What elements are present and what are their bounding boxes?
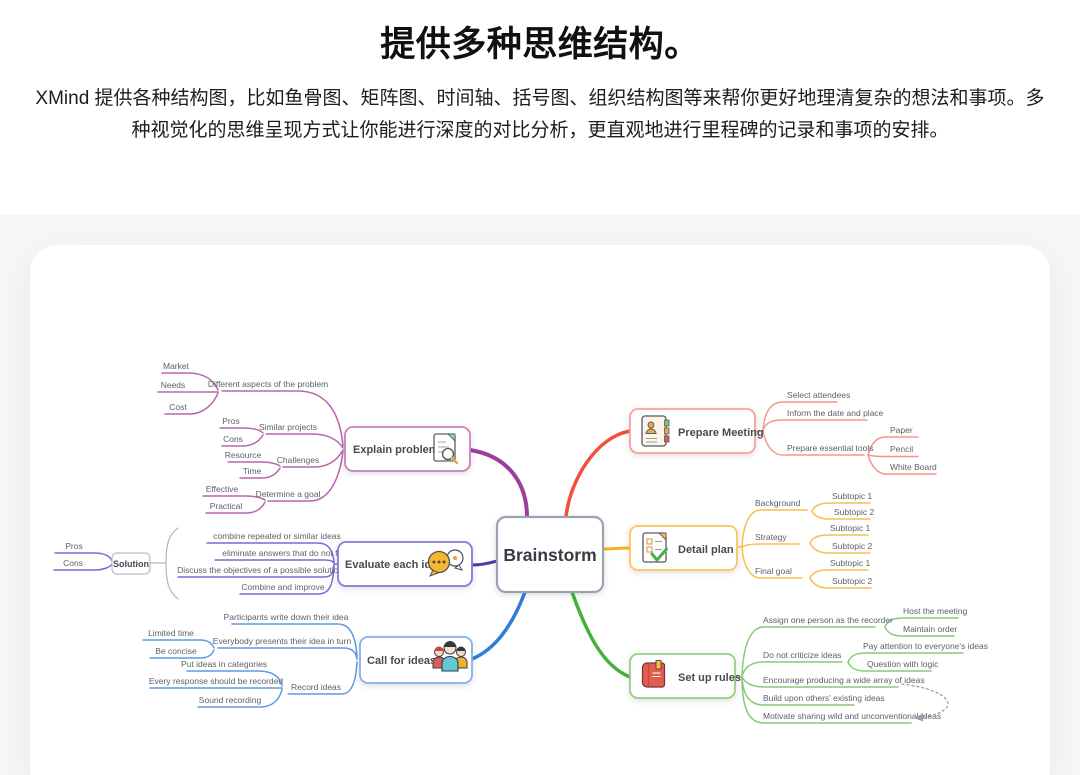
topic-label: Needs (161, 380, 186, 390)
people-icon (432, 641, 468, 672)
topic-label: Sound recording (199, 695, 262, 705)
detail-plan-node: Detail plan (629, 525, 738, 571)
topic-label: Record ideas (291, 682, 341, 692)
topic-label: Explain problem (353, 444, 439, 456)
topic-label: Subtopic 2 (834, 507, 874, 517)
topic-label: Effective (206, 484, 239, 494)
topic-label: Cons (63, 558, 83, 568)
topic-label: eliminate answers that do not fit (222, 548, 342, 558)
topic-label: Pros (65, 541, 82, 551)
brainstorm-mindmap: Different aspects of the problem Market … (53, 361, 988, 724)
call-for-ideas-node: Call for ideas (359, 636, 473, 684)
topic-label: Set up rules (678, 672, 741, 684)
topic-label: Motivate sharing wild and unconventional… (763, 711, 941, 721)
evaluate-each-idea-node: Evaluate each idea (337, 541, 473, 587)
topic-label: Participants write down their idea (224, 612, 349, 622)
topic-label: Assign one person as the recorder (763, 615, 893, 625)
topic-label: Paper (890, 425, 913, 435)
evaluate-branch-labels: combine repeated or similar ideas elimin… (63, 531, 343, 592)
topic-label: Background (755, 498, 801, 508)
topic-label: Inform the date and place (787, 408, 884, 418)
topic-label: Solution (113, 559, 149, 569)
call-branch-labels: Participants write down their idea Every… (148, 612, 351, 705)
document-search-icon (433, 433, 459, 465)
topic-label: Question with logic (867, 659, 939, 669)
topic-label: Subtopic 2 (832, 576, 872, 586)
book-icon (641, 660, 666, 688)
evaluate-branch-lines (53, 542, 339, 595)
solution-node: Solution (111, 552, 151, 575)
solution-brace (149, 527, 179, 600)
topic-label: Cost (169, 402, 187, 412)
address-book-icon (641, 415, 670, 447)
prepare-branch-labels: Select attendees Inform the date and pla… (787, 390, 937, 472)
prepare-meeting-node: Prepare Meeting (629, 408, 764, 454)
topic-label: Call for ideas (367, 655, 436, 667)
rules-branch-lines (734, 617, 964, 724)
topic-label: Evaluate each idea (345, 559, 444, 571)
topic-label: Challenges (277, 455, 320, 465)
topic-label: Subtopic 1 (830, 523, 870, 533)
central-topic-label: Brainstorm (503, 545, 596, 565)
checklist-icon (642, 532, 668, 563)
topic-label: Host the meeting (903, 606, 968, 616)
page-description: XMind 提供各种结构图，比如鱼骨图、矩阵图、时间轴、括号图、组织结构图等来帮… (35, 88, 1045, 141)
page-title: 提供多种思维结构。 (380, 25, 700, 64)
explain-problem-node: Explain problem (344, 426, 471, 472)
topic-label: Build upon others' existing ideas (763, 693, 885, 703)
topic-label: White Board (890, 462, 937, 472)
topic-label: Put ideas in categories (181, 659, 267, 669)
topic-label: Combine and improve (241, 582, 324, 592)
topic-label: Do not criticize ideas (763, 650, 841, 660)
explain-branch-labels: Different aspects of the problem Market … (161, 361, 328, 511)
topic-label: Pencil (890, 444, 913, 454)
detail-branch-labels: Background Subtopic 1 Subtopic 2 Strateg… (755, 491, 874, 586)
topic-label: Select attendees (787, 390, 850, 400)
prepare-branch-lines (754, 401, 937, 475)
relationship-arrow (901, 683, 949, 722)
topic-label: Subtopic 1 (832, 491, 872, 501)
topic-label: Final goal (755, 566, 792, 576)
topic-label: Pros (222, 416, 239, 426)
topic-label: Practical (210, 501, 243, 511)
detail-branch-lines (736, 502, 872, 589)
topic-label: Be concise (155, 646, 197, 656)
topic-label: Everybody presents their idea in turn (213, 636, 352, 646)
topic-label: Detail plan (678, 544, 734, 556)
topic-label: Cons (223, 434, 243, 444)
topic-label: Prepare essential tools (787, 443, 873, 453)
main-branches (468, 429, 632, 679)
topic-label: Market (163, 361, 190, 371)
topic-label: Similar projects (259, 422, 317, 432)
topic-label: Prepare Meeting (678, 427, 764, 439)
call-branch-lines (142, 623, 358, 708)
chat-bubbles-icon (427, 549, 464, 577)
topic-label: Determine a goal (256, 489, 321, 499)
brainstorm-central-node: Brainstorm (495, 515, 605, 594)
topic-label: Discuss the objectives of a possible sol… (177, 565, 343, 575)
topic-label: Different aspects of the problem (208, 379, 328, 389)
topic-label: Maintain order (903, 624, 958, 634)
topic-label: Encourage producing a wide array of idea… (763, 675, 925, 685)
topic-label: Every response should be recorded (149, 676, 283, 686)
topic-label: Subtopic 2 (832, 541, 872, 551)
topic-label: Strategy (755, 532, 787, 542)
topic-label: Resource (225, 450, 262, 460)
set-up-rules-node: Set up rules (629, 653, 741, 699)
topic-label: Subtopic 1 (830, 558, 870, 568)
topic-label: Time (243, 466, 262, 476)
topic-label: combine repeated or similar ideas (213, 531, 341, 541)
hero-section: 提供多种思维结构。 XMind 提供各种结构图，比如鱼骨图、矩阵图、时间轴、括号… (0, 0, 1080, 147)
topic-label: Limited time (148, 628, 194, 638)
explain-branch-lines (157, 372, 344, 514)
rules-branch-labels: Assign one person as the recorder Host t… (763, 606, 988, 721)
topic-label: Pay attention to everyone's ideas (863, 641, 988, 651)
